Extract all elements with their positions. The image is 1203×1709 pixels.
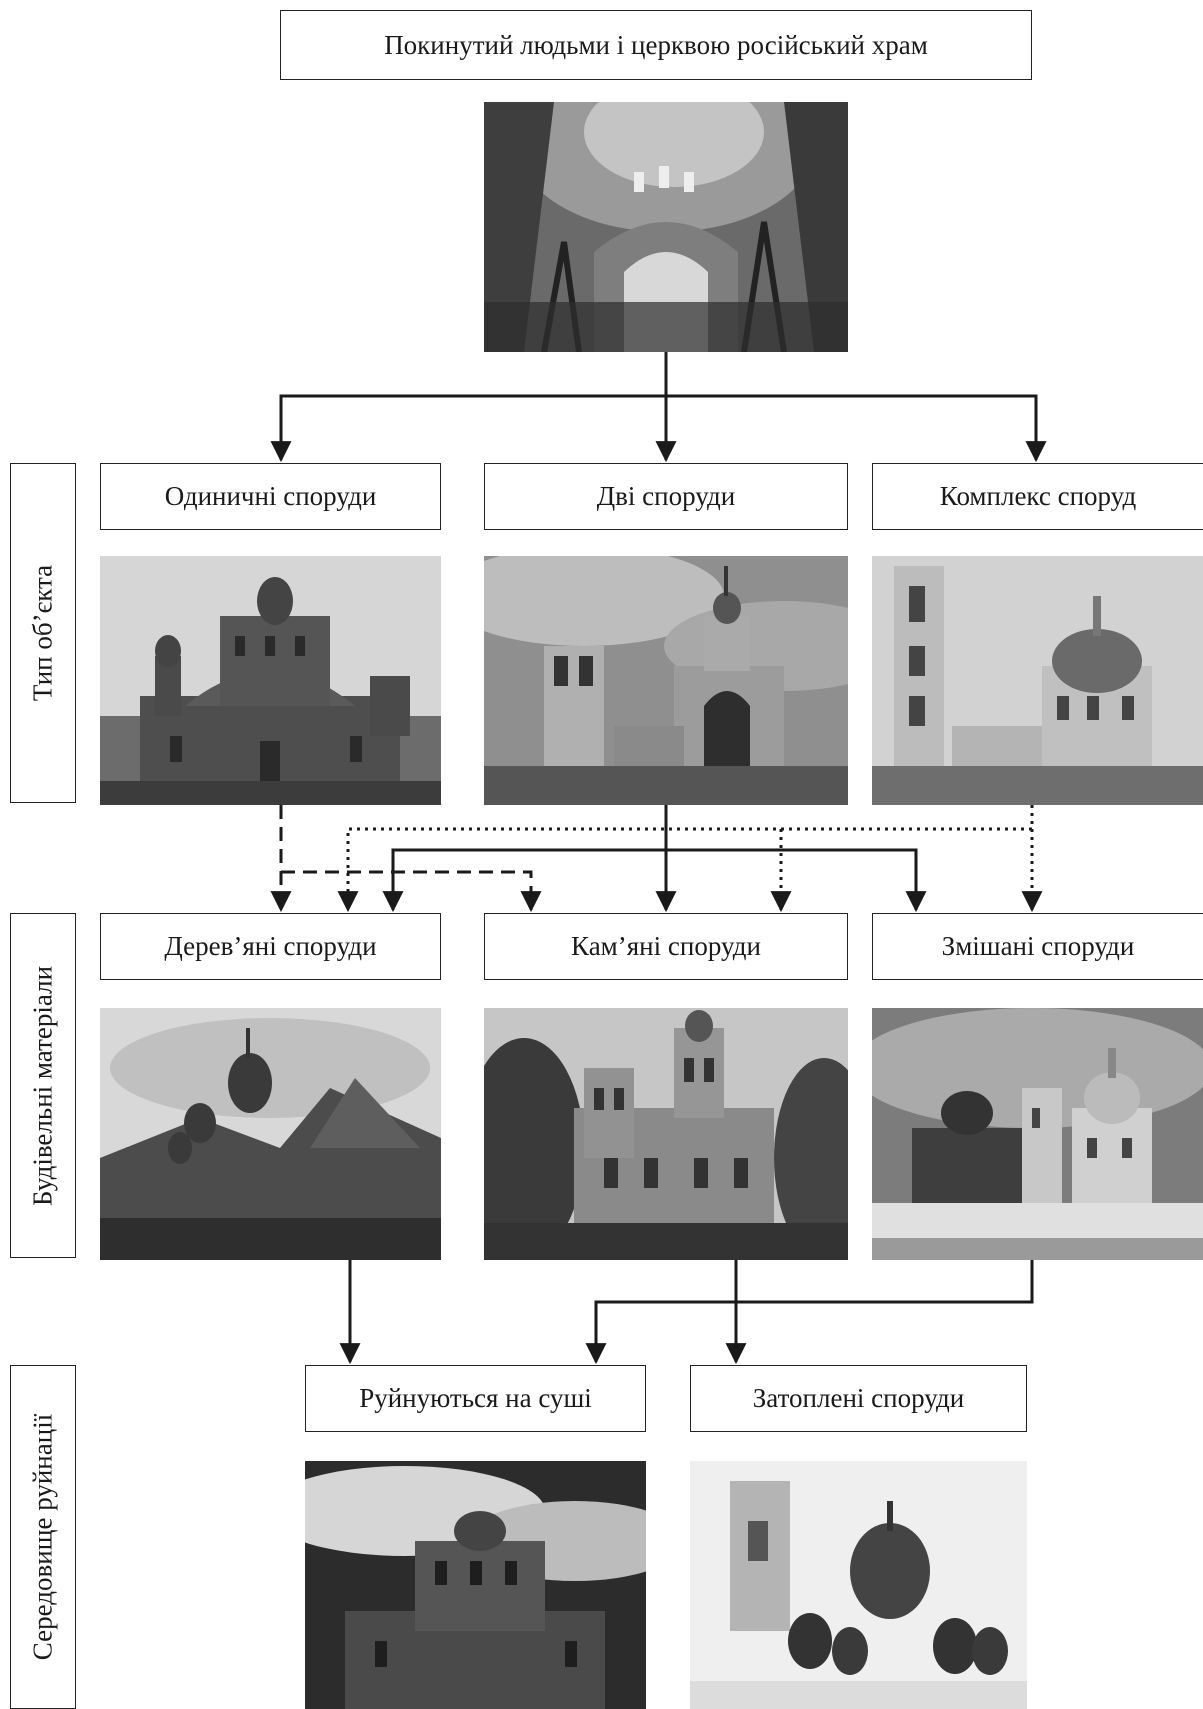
photo-wooden-church xyxy=(100,1008,441,1260)
category-single-buildings: Одиничні споруди xyxy=(100,463,441,530)
photo-two-churches xyxy=(484,556,848,805)
top-title-box: Покинутий людьми і церквою російський хр… xyxy=(280,10,1032,80)
row-label-object-type: Тип об’єкта xyxy=(10,463,76,803)
category-mixed-buildings: Змішані споруди xyxy=(872,913,1203,980)
arrow-top-right xyxy=(666,394,1047,463)
arrow-two-to-mixed xyxy=(666,848,927,913)
photo-church-complex xyxy=(872,556,1203,805)
category-wooden-buildings: Дерев’яні споруди xyxy=(100,913,441,980)
photo-flooded-church xyxy=(690,1461,1027,1709)
category-stone-buildings: Кам’яні споруди xyxy=(484,913,848,980)
photo-stone-church xyxy=(484,1008,848,1260)
arrow-two-to-wood xyxy=(382,848,666,913)
arrow-single-to-stone xyxy=(281,870,542,913)
row-label-environment: Середовище руйнації xyxy=(10,1365,76,1709)
photo-mixed-church xyxy=(872,1008,1203,1260)
photo-ruined-interior xyxy=(484,102,848,352)
arrow-complex-to-wood xyxy=(337,827,1032,913)
row-label-building-materials: Будівельні матеріали xyxy=(10,913,76,1258)
photo-single-church xyxy=(100,556,441,805)
category-building-complex: Комплекс споруд xyxy=(872,463,1203,530)
arrow-top-split xyxy=(270,352,668,463)
category-ruin-on-land: Руйнуються на суші xyxy=(305,1365,646,1432)
photo-ruin-on-land xyxy=(305,1461,646,1709)
category-two-buildings: Дві споруди xyxy=(484,463,848,530)
category-flooded-buildings: Затоплені споруди xyxy=(690,1365,1027,1432)
top-title: Покинутий людьми і церквою російський хр… xyxy=(384,29,928,60)
arrow-mixed-to-land xyxy=(585,1260,1034,1365)
